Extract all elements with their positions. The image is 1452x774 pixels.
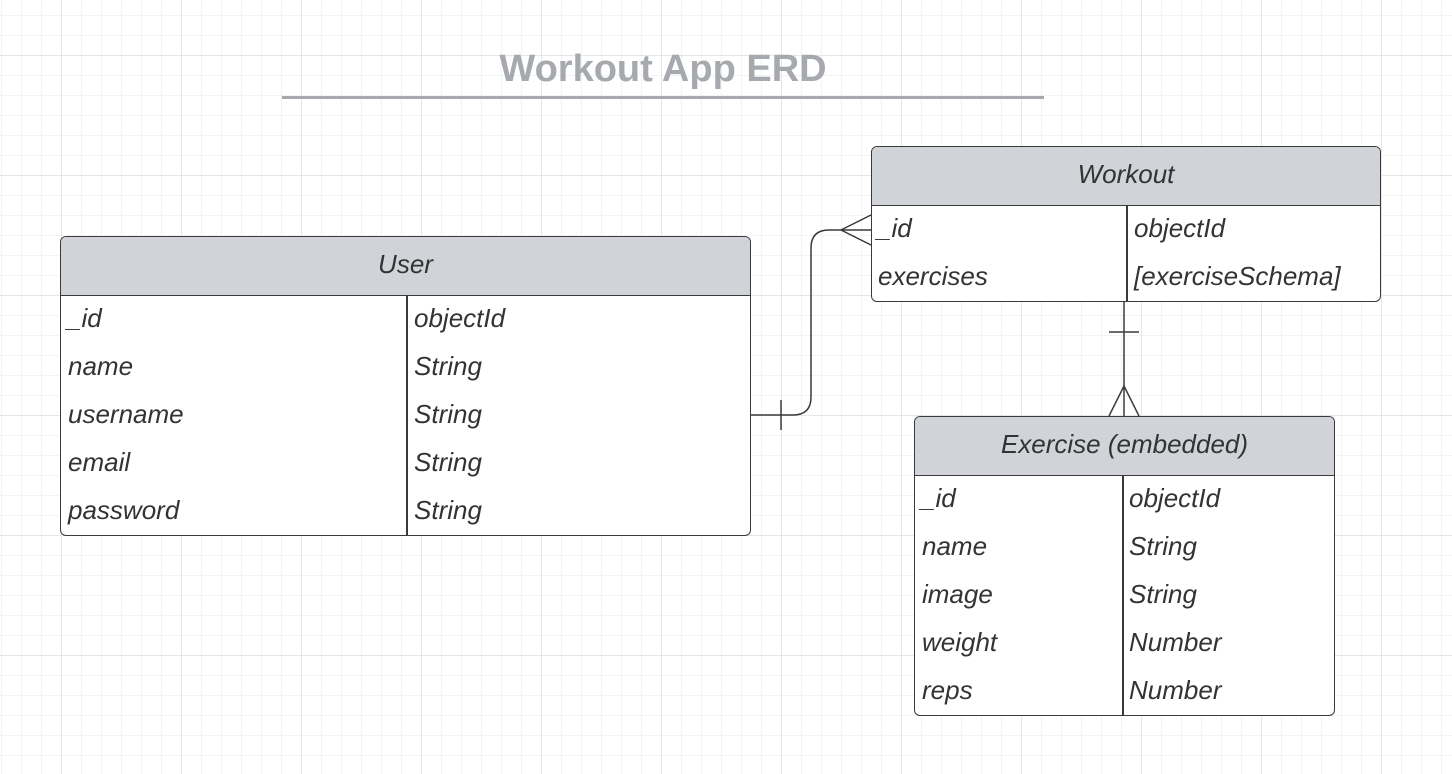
crows-foot-right xyxy=(1123,385,1140,417)
field-row[interactable]: name String xyxy=(915,524,1334,572)
crows-foot-bottom xyxy=(840,229,872,246)
field-name: image xyxy=(922,579,993,609)
title-underline xyxy=(282,96,1044,99)
field-type: String xyxy=(414,399,482,429)
field-type: String xyxy=(414,447,482,477)
field-row[interactable]: _id objectId xyxy=(872,206,1380,254)
field-name: reps xyxy=(922,675,973,705)
relationship-user-workout[interactable] xyxy=(751,214,872,430)
connector-line-user-workout xyxy=(751,229,871,416)
field-type: String xyxy=(414,495,482,525)
entity-workout[interactable]: Workout _id objectId exercises [exercise… xyxy=(871,146,1381,302)
field-name: _id xyxy=(877,213,912,243)
field-type: [exerciseSchema] xyxy=(1134,261,1341,291)
entity-exercise[interactable]: Exercise (embedded) _id objectId name St… xyxy=(914,416,1335,716)
field-name: username xyxy=(68,399,184,429)
field-name: password xyxy=(68,495,180,525)
field-name: exercises xyxy=(878,261,988,291)
crows-foot-top xyxy=(840,214,872,231)
field-type: objectId xyxy=(1134,213,1226,243)
field-name: weight xyxy=(922,627,998,657)
field-name: _id xyxy=(921,483,956,513)
field-type: Number xyxy=(1129,675,1222,705)
relationship-workout-exercise[interactable] xyxy=(1108,301,1140,417)
field-type: objectId xyxy=(414,303,506,333)
field-row[interactable]: password String xyxy=(61,488,750,535)
field-row[interactable]: exercises [exerciseSchema] xyxy=(872,254,1380,301)
entity-body-exercise: _id objectId name String image String we… xyxy=(915,476,1334,715)
field-row[interactable]: weight Number xyxy=(915,620,1334,668)
entity-header-exercise: Exercise (embedded) xyxy=(915,417,1334,476)
field-row[interactable]: image String xyxy=(915,572,1334,620)
field-name: _id xyxy=(67,303,102,333)
field-row[interactable]: name String xyxy=(61,344,750,392)
field-row[interactable]: email String xyxy=(61,440,750,488)
field-type: String xyxy=(414,351,482,381)
column-divider xyxy=(1126,206,1128,301)
field-name: email xyxy=(68,447,131,477)
field-name: name xyxy=(922,531,988,561)
entity-header-workout: Workout xyxy=(872,147,1380,206)
diagram-title: Workout App ERD xyxy=(499,48,827,90)
field-type: objectId xyxy=(1129,483,1221,513)
field-row[interactable]: _id objectId xyxy=(61,296,750,344)
crows-foot-left xyxy=(1108,385,1125,417)
field-type: String xyxy=(1129,531,1197,561)
entity-header-user: User xyxy=(61,237,750,296)
field-type: String xyxy=(1129,579,1197,609)
entity-body-user: _id objectId name String username String… xyxy=(61,296,750,535)
entity-user[interactable]: User _id objectId name String username S… xyxy=(60,236,751,536)
field-row[interactable]: reps Number xyxy=(915,668,1334,715)
field-name: name xyxy=(68,351,134,381)
column-divider xyxy=(406,296,408,535)
field-type: Number xyxy=(1129,627,1222,657)
field-row[interactable]: username String xyxy=(61,392,750,440)
entity-body-workout: _id objectId exercises [exerciseSchema] xyxy=(872,206,1380,301)
field-row[interactable]: _id objectId xyxy=(915,476,1334,524)
column-divider xyxy=(1122,476,1124,715)
